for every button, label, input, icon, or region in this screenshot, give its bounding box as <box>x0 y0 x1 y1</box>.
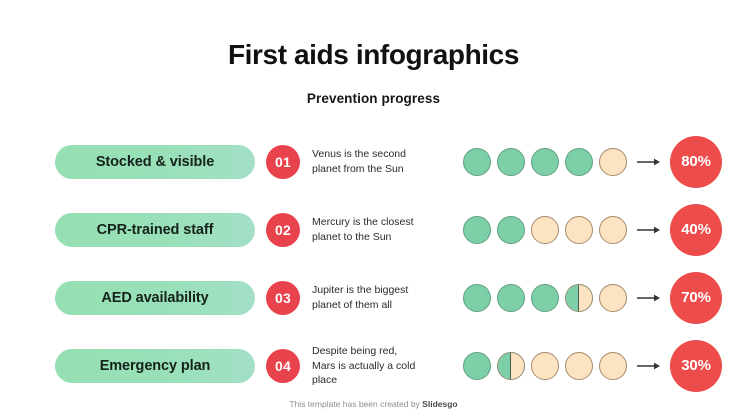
scale-dot <box>565 351 593 380</box>
row-dot-scale <box>463 147 627 176</box>
progress-row: AED availability 03 Jupiter is the bigge… <box>0 264 747 332</box>
footer-credit: This template has been created by Slides… <box>0 399 747 409</box>
row-number: 01 <box>275 153 291 170</box>
row-description: Jupiter is the biggest planet of them al… <box>312 284 409 311</box>
percent-bubble: 30% <box>670 339 722 392</box>
row-label: CPR-trained staff <box>96 221 214 238</box>
scale-dot <box>463 283 491 312</box>
scale-dot <box>497 283 525 312</box>
row-description: Despite being red, Mars is actually a co… <box>312 345 416 387</box>
row-number-badge: 03 <box>266 280 300 315</box>
row-description: Venus is the second planet from the Sun <box>312 148 406 175</box>
row-label: Emergency plan <box>99 357 211 374</box>
percent-value: 30% <box>681 357 711 375</box>
row-pill[interactable]: CPR-trained staff <box>55 212 255 247</box>
row-number: 02 <box>275 221 291 238</box>
scale-dot <box>565 215 593 244</box>
row-number: 03 <box>275 289 291 306</box>
scale-dot <box>599 351 627 380</box>
progress-rows: Stocked & visible 01 Venus is the second… <box>0 128 747 400</box>
scale-dot <box>531 283 559 312</box>
scale-dot <box>531 147 559 176</box>
scale-dot <box>463 351 491 380</box>
progress-row: Emergency plan 04 Despite being red, Mar… <box>0 332 747 400</box>
scale-dot <box>599 283 627 312</box>
row-label: AED availability <box>101 289 209 306</box>
scale-dot <box>531 215 559 244</box>
row-number-badge: 04 <box>266 348 300 383</box>
percent-bubble: 70% <box>670 271 722 324</box>
row-pill[interactable]: AED availability <box>55 280 255 315</box>
row-description: Mercury is the closest planet to the Sun <box>312 216 414 243</box>
percent-bubble: 40% <box>670 203 722 256</box>
row-dot-scale <box>463 215 627 244</box>
page-subtitle: Prevention progress <box>306 90 441 106</box>
row-number: 04 <box>275 357 291 374</box>
percent-value: 80% <box>681 153 711 171</box>
arrow-right-icon <box>637 157 661 167</box>
arrow-right-icon <box>637 361 661 371</box>
scale-dot <box>497 147 525 176</box>
scale-dot <box>599 215 627 244</box>
percent-bubble: 80% <box>670 135 722 188</box>
scale-dot <box>463 147 491 176</box>
scale-dot <box>463 215 491 244</box>
percent-value: 70% <box>681 289 711 307</box>
progress-row: Stocked & visible 01 Venus is the second… <box>0 128 747 196</box>
percent-value: 40% <box>681 221 711 239</box>
scale-dot <box>599 147 627 176</box>
row-number-badge: 01 <box>266 144 300 179</box>
footer-text: This template has been created by <box>289 399 423 409</box>
row-dot-scale <box>463 283 627 312</box>
row-label: Stocked & visible <box>95 153 215 170</box>
progress-row: CPR-trained staff 02 Mercury is the clos… <box>0 196 747 264</box>
arrow-right-icon <box>637 293 661 303</box>
footer-brand[interactable]: Slidesgo <box>422 399 458 409</box>
scale-dot <box>565 147 593 176</box>
page-title: First aids infographics <box>227 39 520 70</box>
row-dot-scale <box>463 351 627 380</box>
scale-dot <box>565 283 593 312</box>
row-pill[interactable]: Stocked & visible <box>55 144 255 179</box>
scale-dot <box>497 215 525 244</box>
scale-dot <box>531 351 559 380</box>
scale-dot <box>497 351 525 380</box>
row-pill[interactable]: Emergency plan <box>55 348 255 383</box>
arrow-right-icon <box>637 225 661 235</box>
row-number-badge: 02 <box>266 212 300 247</box>
